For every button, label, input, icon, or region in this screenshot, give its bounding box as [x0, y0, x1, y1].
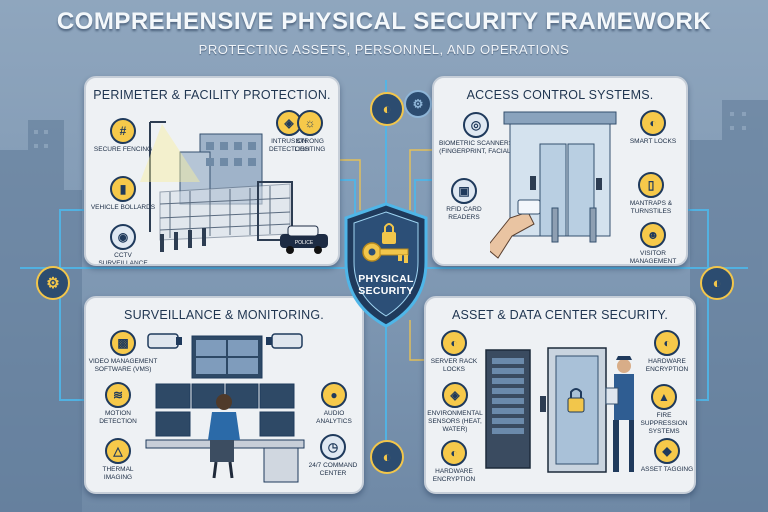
- item-thermal-imaging: △ THERMAL IMAGING: [90, 438, 146, 482]
- item-label: 24/7 COMMAND CENTER: [308, 462, 358, 477]
- motion-icon: ≋: [105, 382, 131, 408]
- tag-icon: ◆: [654, 438, 680, 464]
- item-asset-tagging: ◆ ASSET TAGGING: [640, 438, 694, 474]
- item-secure-fencing: # SECURE FENCING: [90, 118, 156, 154]
- item-label: RFID CARD READERS: [446, 206, 482, 221]
- security-camera: [147, 333, 182, 349]
- badge-line-2: SECURITY: [358, 285, 414, 297]
- item-label: FIRE SUPPRESSION SYSTEMS: [640, 412, 688, 435]
- item-label: VIDEO MANAGEMENT SOFTWARE (VMS): [88, 358, 158, 373]
- item-label: BIOMETRIC SCANNERS (FINGERPRINT, FACIAL): [438, 140, 514, 155]
- item-label: MANTRAPS & TURNSTILES: [629, 200, 673, 215]
- panel-surveillance: SURVEILLANCE & MONITORING. ▩ VIDEO MANAG…: [84, 296, 364, 494]
- panel-asset-title: ASSET & DATA CENTER SECURITY.: [451, 308, 669, 322]
- shield-lock-icon: ◐: [654, 330, 680, 356]
- vault-door: [540, 347, 607, 473]
- item-label: SMART LOCKS: [629, 138, 677, 145]
- fingerprint-icon: ◎: [463, 112, 489, 138]
- lock-icon: ◐: [370, 92, 404, 126]
- lock-icon: ◐: [441, 440, 467, 466]
- camera-icon: ◉: [110, 224, 136, 250]
- datacenter-illustration: [485, 347, 634, 473]
- operator: [208, 394, 240, 479]
- police-label: POLICE: [295, 240, 314, 246]
- center-badge-label: PHYSICAL SECURITY: [340, 273, 432, 297]
- panel-access-title: ACCESS CONTROL SYSTEMS.: [466, 88, 654, 102]
- server-rack: [485, 349, 531, 469]
- panel-perimeter: PERIMETER & FACILITY PROTECTION. # SECUR…: [84, 76, 340, 266]
- item-command-center: ◷ 24/7 COMMAND CENTER: [304, 434, 362, 478]
- item-label: SERVER RACK LOCKS: [430, 358, 478, 373]
- lock-icon: ◐: [640, 110, 666, 136]
- item-label: CCTV SURVEILLANCE: [98, 252, 148, 266]
- item-hardware-encryption-left: ◐ HARDWARE ENCRYPTION: [426, 440, 482, 484]
- fence-icon: #: [110, 118, 136, 144]
- gear-icon: ⚙: [404, 90, 432, 118]
- item-strong-lighting: ☼ STRONG LIGHTING: [282, 110, 338, 154]
- item-fire-suppression: ▲ FIRE SUPPRESSION SYSTEMS: [634, 384, 694, 436]
- item-audio-analytics: ● AUDIO ANALYTICS: [308, 382, 360, 426]
- card-reader-icon: ▣: [451, 178, 477, 204]
- item-label: INTRUSION DETECTORS: [269, 138, 309, 153]
- item-label: THERMAL IMAGING: [102, 466, 134, 481]
- bollard-icon: ▮: [110, 176, 136, 202]
- rack-lock-icon: ◐: [441, 330, 467, 356]
- microphone-icon: ●: [321, 382, 347, 408]
- item-vms: ▩ VIDEO MANAGEMENT SOFTWARE (VMS): [88, 330, 158, 374]
- item-rfid-readers: ▣ RFID CARD READERS: [436, 178, 492, 222]
- lock-icon-bottom: ◐: [370, 440, 404, 474]
- panel-perimeter-title: PERIMETER & FACILITY PROTECTION.: [93, 88, 331, 102]
- item-label: MOTION DETECTION: [99, 410, 137, 425]
- item-label: SECURE FENCING: [93, 146, 153, 153]
- surveillance-illustration: [145, 333, 305, 483]
- item-label: ASSET TAGGING: [640, 466, 694, 473]
- security-camera-2: [266, 333, 303, 349]
- panel-asset-security: ASSET & DATA CENTER SECURITY. ◐ SERVER R…: [424, 296, 696, 494]
- item-vehicle-bollards: ▮ VEHICLE BOLLARDS: [90, 176, 156, 212]
- lightbulb-icon: ☼: [297, 110, 323, 136]
- header: COMPREHENSIVE PHYSICAL SECURITY FRAMEWOR…: [0, 8, 768, 57]
- item-label: STRONG LIGHTING: [294, 138, 326, 153]
- item-visitor-management: ☻ VISITOR MANAGEMENT: [624, 222, 682, 265]
- item-server-rack-locks: ◐ SERVER RACK LOCKS: [426, 330, 482, 374]
- fire-icon: ▲: [651, 384, 677, 410]
- perimeter-illustration: POLICE: [140, 121, 328, 254]
- monitor-icon: ▩: [110, 330, 136, 356]
- item-label: VISITOR MANAGEMENT: [629, 250, 677, 265]
- security-guard: [605, 356, 634, 472]
- item-label: AUDIO ANALYTICS: [316, 410, 352, 425]
- visitor-icon: ☻: [640, 222, 666, 248]
- item-cctv-surveillance: ◉ CCTV SURVEILLANCE: [90, 224, 156, 266]
- lock-icon-right: ◐: [700, 266, 734, 300]
- hand-with-card: [490, 199, 541, 259]
- page-subtitle: PROTECTING ASSETS, PERSONNEL, AND OPERAT…: [198, 42, 570, 57]
- clock-icon: ◷: [320, 434, 346, 460]
- thermal-icon: △: [105, 438, 131, 464]
- physical-security-shield: [344, 202, 428, 328]
- item-hardware-encryption-right: ◐ HARDWARE ENCRYPTION: [640, 330, 694, 374]
- panel-surveillance-title: SURVEILLANCE & MONITORING.: [124, 308, 324, 322]
- item-environmental-sensors: ◈ ENVIRONMENTAL SENSORS (HEAT, WATER): [426, 382, 484, 434]
- item-label: HARDWARE ENCRYPTION: [432, 468, 476, 483]
- item-mantraps-turnstiles: ▯ MANTRAPS & TURNSTILES: [620, 172, 682, 216]
- item-motion-detection: ≋ MOTION DETECTION: [90, 382, 146, 426]
- sensor-icon: ◈: [442, 382, 468, 408]
- key-icon: [362, 242, 409, 263]
- access-illustration: [490, 111, 617, 259]
- gear-icon-left: ⚙: [36, 266, 70, 300]
- item-smart-locks: ◐ SMART LOCKS: [624, 110, 682, 146]
- item-label: ENVIRONMENTAL SENSORS (HEAT, WATER): [427, 410, 483, 433]
- item-label: VEHICLE BOLLARDS: [90, 204, 156, 211]
- item-biometric-scanners: ◎ BIOMETRIC SCANNERS (FINGERPRINT, FACIA…: [436, 112, 516, 156]
- turnstile-icon: ▯: [638, 172, 664, 198]
- page-title: COMPREHENSIVE PHYSICAL SECURITY FRAMEWOR…: [56, 8, 712, 35]
- police-car: POLICE: [280, 225, 328, 254]
- badge-line-1: PHYSICAL: [358, 273, 414, 285]
- panel-access-control: ACCESS CONTROL SYSTEMS. ◎ BIOMETRIC SCAN…: [432, 76, 688, 266]
- item-label: HARDWARE ENCRYPTION: [645, 358, 689, 373]
